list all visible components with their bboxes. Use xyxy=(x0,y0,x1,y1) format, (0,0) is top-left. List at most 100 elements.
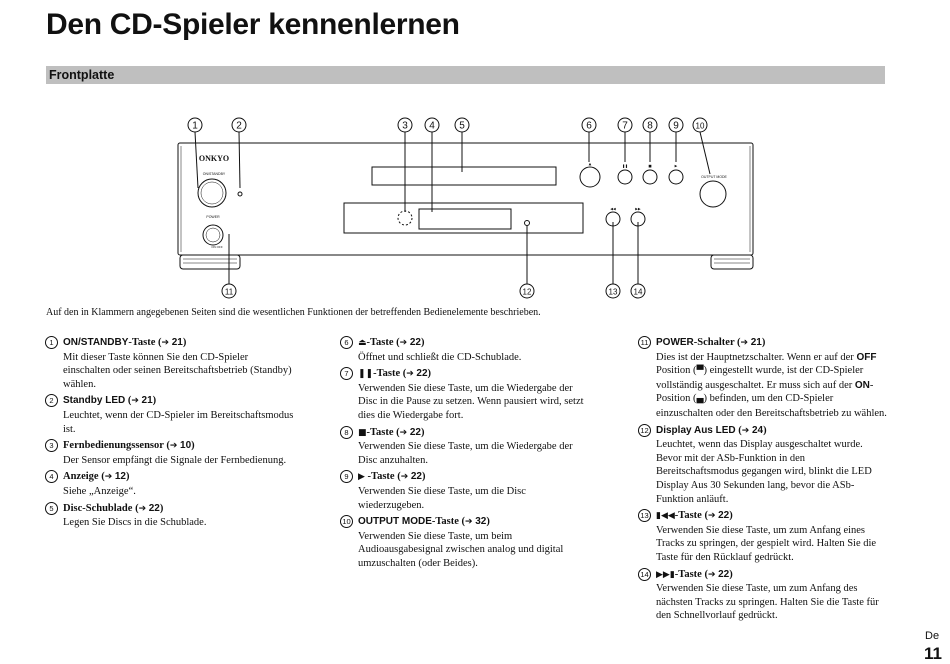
item-number: 6 xyxy=(340,336,353,349)
item-symbol: ▶ xyxy=(358,472,365,483)
page-reference: 21 xyxy=(171,337,183,348)
item-suffix: ( xyxy=(735,424,742,436)
item-name: OUTPUT MODE xyxy=(358,516,432,528)
item-suffix: -Taste ( xyxy=(364,471,401,483)
desc-t5: ) befinden, um den CD-Spieler einzuschal… xyxy=(656,393,887,419)
item-suffix: ( xyxy=(132,502,139,514)
arrow-icon: ➔ xyxy=(707,569,716,580)
page-title: Den CD-Spieler kennenlernen xyxy=(46,8,460,41)
svg-text:▶▶: ▶▶ xyxy=(635,207,641,211)
item-suffix: -Taste ( xyxy=(373,368,407,380)
svg-text:9: 9 xyxy=(673,121,679,132)
item-number: 11 xyxy=(638,336,651,349)
item-suffix: ( xyxy=(163,440,170,452)
svg-text:3: 3 xyxy=(402,121,408,132)
item-number: 5 xyxy=(45,501,58,515)
item-heading: ▶▶▮-Taste (➔ 22) xyxy=(656,568,889,583)
section-heading: Frontplatte xyxy=(46,66,885,84)
svg-text:7: 7 xyxy=(622,121,628,132)
item-symbol: ❚❚ xyxy=(358,369,374,380)
item-name: ON/STANDBY xyxy=(63,337,129,348)
arrow-icon: ➔ xyxy=(741,425,750,436)
desc-b1: OFF xyxy=(856,351,877,363)
page-reference: 22 xyxy=(409,337,421,348)
arrow-icon: ➔ xyxy=(131,396,139,407)
legend-item-6: 6⏏-Taste (➔ 22)Öffnet und schließt die C… xyxy=(340,336,591,364)
callout-13: 13 xyxy=(605,283,621,299)
page-reference: 12 xyxy=(114,471,126,483)
callout-12: 12 xyxy=(519,283,535,299)
item-heading: ON/STANDBY-Taste (➔ 21) xyxy=(63,336,296,351)
svg-text:■: ■ xyxy=(648,164,651,168)
arrow-icon: ➔ xyxy=(169,441,178,452)
svg-text:5: 5 xyxy=(459,121,465,132)
page-reference: 22 xyxy=(148,502,160,514)
item-symbol: ■ xyxy=(358,427,367,438)
item-name: Fernbedienungssensor xyxy=(63,440,164,452)
item-suffix: -Schalter ( xyxy=(693,337,741,348)
language-label: De xyxy=(925,630,940,642)
item-number: 4 xyxy=(45,470,58,484)
arrow-icon: ➔ xyxy=(465,517,473,528)
page-reference: 24 xyxy=(751,424,764,436)
legend-item-8: 8■-Taste (➔ 22)Verwenden Sie diese Taste… xyxy=(340,425,591,468)
item-description: Verwenden Sie diese Taste, um die Wieder… xyxy=(358,382,584,421)
item-description: Verwenden Sie diese Taste, um zum Anfang… xyxy=(656,524,877,563)
arrow-icon: ➔ xyxy=(138,503,147,514)
svg-text:8: 8 xyxy=(647,121,653,132)
svg-text:▲: ▲ xyxy=(589,162,592,166)
item-name: Standby LED xyxy=(63,395,126,407)
item-number: 9 xyxy=(340,470,353,484)
item-close: ) xyxy=(763,424,767,436)
svg-text:1: 1 xyxy=(192,121,198,132)
item-suffix: ( xyxy=(98,471,105,483)
desc-t3: ) eingestellt wurde, ist der CD-Spieler … xyxy=(656,365,864,391)
item-close: ) xyxy=(427,368,432,380)
legend-column-2: 6⏏-Taste (➔ 22)Öffnet und schließt die C… xyxy=(340,336,591,574)
page-number: 11 xyxy=(924,644,942,663)
svg-text:10: 10 xyxy=(696,122,705,131)
legend-item-14: 14▶▶▮-Taste (➔ 22)Verwenden Sie diese Ta… xyxy=(638,567,889,623)
callout-3: 3 xyxy=(397,117,413,133)
svg-text:2: 2 xyxy=(236,121,242,132)
power-switch-label: ON OFF xyxy=(211,245,222,249)
item-description: Siehe „Anzeige“. xyxy=(63,485,136,497)
item-heading: ■-Taste (➔ 22) xyxy=(358,426,591,441)
item-number: 3 xyxy=(45,439,58,453)
item-close: ) xyxy=(729,510,733,522)
item-heading: Anzeige (➔ 12) xyxy=(63,470,296,485)
item-suffix: -Taste ( xyxy=(674,510,708,522)
arrow-icon: ➔ xyxy=(400,472,409,483)
svg-text:13: 13 xyxy=(609,288,618,297)
page-reference: 32 xyxy=(475,516,487,528)
desc-t2: Position ( xyxy=(656,365,697,377)
arrow-icon: ➔ xyxy=(707,511,716,522)
arrow-icon: ➔ xyxy=(406,369,414,380)
legend-item-7: 7❚❚-Taste (➔ 22)Verwenden Sie diese Tast… xyxy=(340,367,591,422)
item-suffix: -Taste ( xyxy=(366,337,400,348)
item-close: ) xyxy=(159,502,164,514)
item-heading: Disc-Schublade (➔ 22) xyxy=(63,502,296,517)
svg-text:❚❚: ❚❚ xyxy=(622,164,628,168)
callout-8: 8 xyxy=(642,117,658,133)
item-description: Legen Sie Discs in die Schublade. xyxy=(63,517,207,529)
arrow-icon: ➔ xyxy=(161,338,170,348)
item-heading: Display Aus LED (➔ 24) xyxy=(656,424,889,439)
arrow-icon: ➔ xyxy=(399,338,408,348)
item-close: ) xyxy=(191,440,195,452)
item-suffix: -Taste ( xyxy=(128,337,162,348)
page-reference: 22 xyxy=(718,568,730,580)
item-close: ) xyxy=(729,568,733,580)
arrow-icon: ➔ xyxy=(399,427,408,438)
item-symbol: ▶▶▮ xyxy=(656,569,675,580)
callout-9: 9 xyxy=(668,117,684,133)
item-heading: OUTPUT MODE-Taste (➔ 32) xyxy=(358,515,591,530)
desc-t1: Dies ist der Hauptnetzschalter. Wenn er … xyxy=(656,351,857,363)
arrow-icon: ➔ xyxy=(104,472,113,483)
